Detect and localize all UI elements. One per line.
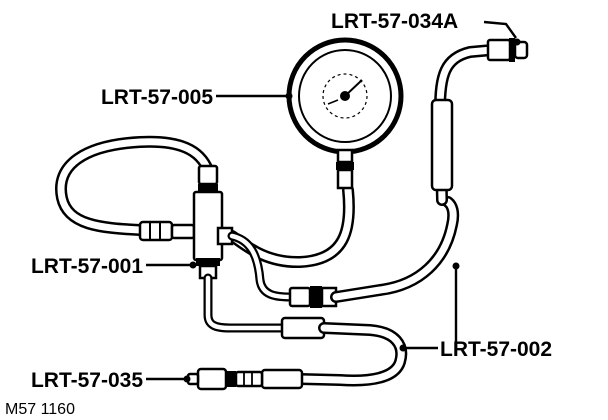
tee-side-tube (227, 231, 295, 302)
callout-connector: LRT-57-035 (31, 369, 143, 392)
callout-adaptor: LRT-57-034A (331, 10, 458, 33)
tee-piece (192, 164, 234, 280)
callout-hose: LRT-57-002 (440, 338, 552, 361)
adaptor-hose (430, 44, 498, 206)
loop-hose (55, 135, 214, 236)
lower-hose (294, 322, 408, 387)
callout-tee-piece: LRT-57-001 (31, 255, 143, 278)
leader-lines (146, 20, 521, 383)
pressure-gauge (286, 37, 404, 190)
leader-adaptor (483, 20, 517, 39)
loop-hose-coupling (138, 220, 196, 242)
lower-hose-sleeve (280, 316, 326, 340)
callout-gauge: LRT-57-005 (101, 86, 213, 109)
quick-connector (186, 367, 304, 391)
adaptor-fitting (486, 38, 529, 62)
middle-hose-coupling (288, 286, 338, 308)
tee-outlet-tube (203, 273, 287, 333)
middle-hose (330, 196, 460, 303)
figure-code: M57 1160 (5, 401, 75, 418)
